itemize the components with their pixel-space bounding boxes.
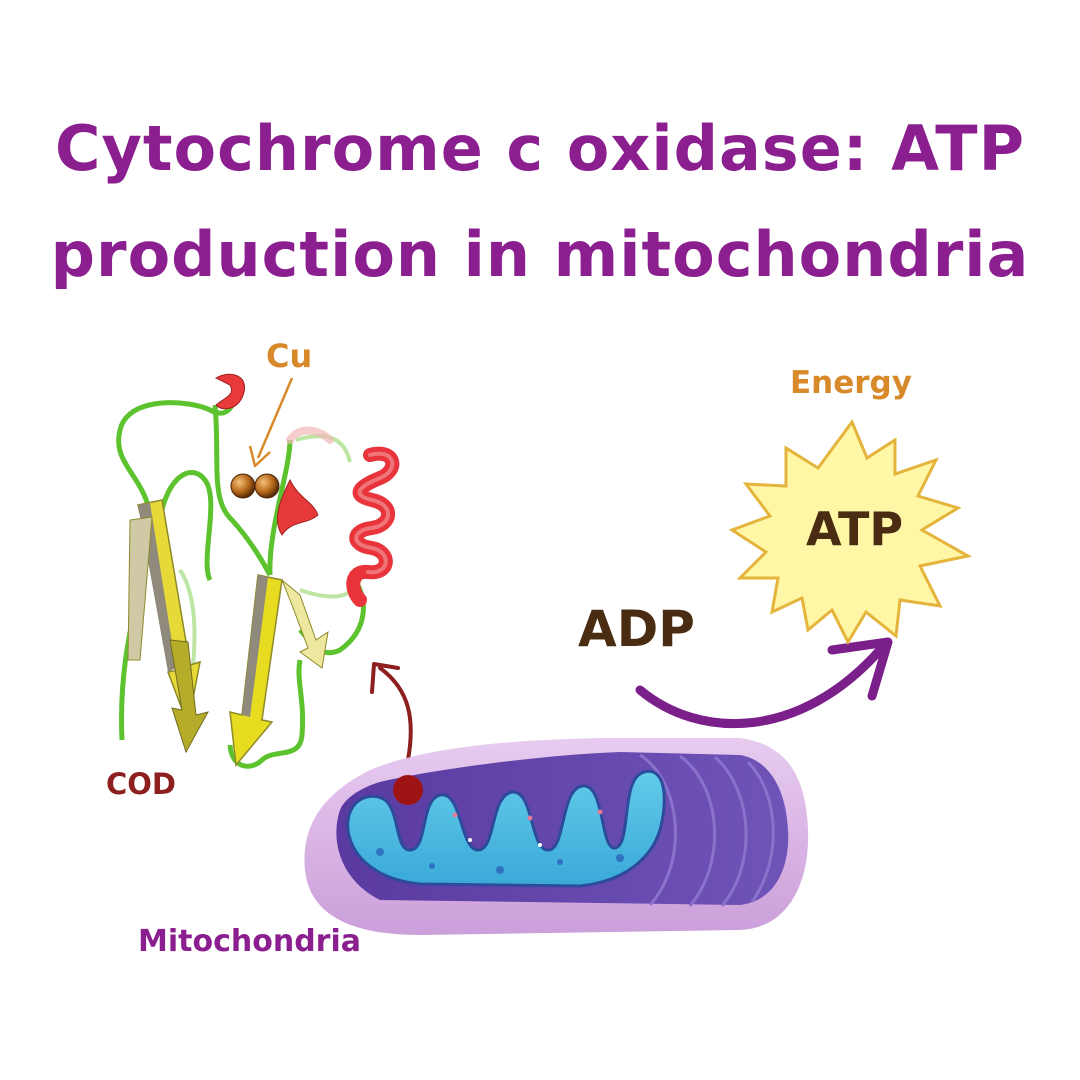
copper-atom-2 <box>254 473 280 499</box>
cu-label: Cu <box>266 337 313 375</box>
atp-label: ATP <box>806 502 904 556</box>
cod-location-dot <box>393 775 423 805</box>
adp-to-atp-arrow <box>635 637 893 729</box>
cod-label: COD <box>106 767 177 801</box>
protein-structure-illustration <box>116 373 400 769</box>
energy-label: Energy <box>790 365 912 401</box>
mitochondria-label: Mitochondria <box>138 924 361 959</box>
mitochondria-to-protein-arrow <box>370 662 413 762</box>
cu-pointer-arrow <box>248 377 294 468</box>
title-line-1: Cytochrome c oxidase: ATP <box>54 112 1026 185</box>
copper-atom-1 <box>230 473 256 499</box>
atp-starburst <box>728 418 973 646</box>
mitochondrion-illustration <box>304 738 809 935</box>
title-line-2: production in mitochondria <box>50 218 1030 291</box>
adp-label: ADP <box>578 600 695 658</box>
